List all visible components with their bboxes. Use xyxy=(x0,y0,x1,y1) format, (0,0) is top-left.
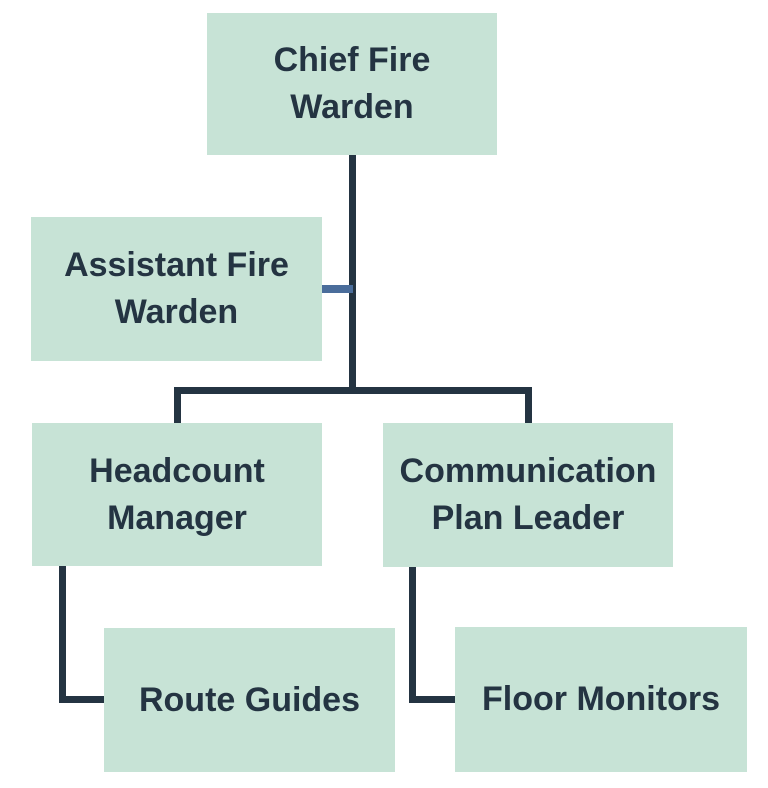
connector-elbow-route-horizontal xyxy=(59,696,104,703)
connector-elbow-floor-horizontal xyxy=(409,696,455,703)
connector-assistant-accent xyxy=(320,285,353,293)
node-communication-plan-leader-label: Communication Plan Leader xyxy=(399,452,657,537)
node-route-guides-label: Route Guides xyxy=(138,680,361,719)
node-route-guides: Route Guides xyxy=(104,628,395,772)
connector-elbow-route-vertical xyxy=(59,566,66,703)
node-headcount-manager-label: Headcount Manager xyxy=(89,451,265,537)
node-floor-monitors-label: Floor Monitors xyxy=(482,680,720,719)
connector-drop-headcount xyxy=(174,387,181,423)
node-chief-fire-warden: Chief Fire Warden xyxy=(207,13,497,155)
node-communication-plan-leader: Communication Plan Leader xyxy=(383,423,673,567)
connector-drop-communication xyxy=(525,387,532,423)
node-assistant-fire-warden: Assistant Fire Warden xyxy=(31,217,322,361)
node-headcount-manager: Headcount Manager xyxy=(32,423,322,566)
node-assistant-fire-warden-label: Assistant Fire Warden xyxy=(64,246,289,331)
connector-junction-horizontal xyxy=(174,387,532,394)
connector-trunk-vertical xyxy=(349,155,356,394)
node-chief-fire-warden-label: Chief Fire Warden xyxy=(273,41,431,126)
node-floor-monitors: Floor Monitors xyxy=(455,627,747,772)
connector-elbow-floor-vertical xyxy=(409,567,416,703)
